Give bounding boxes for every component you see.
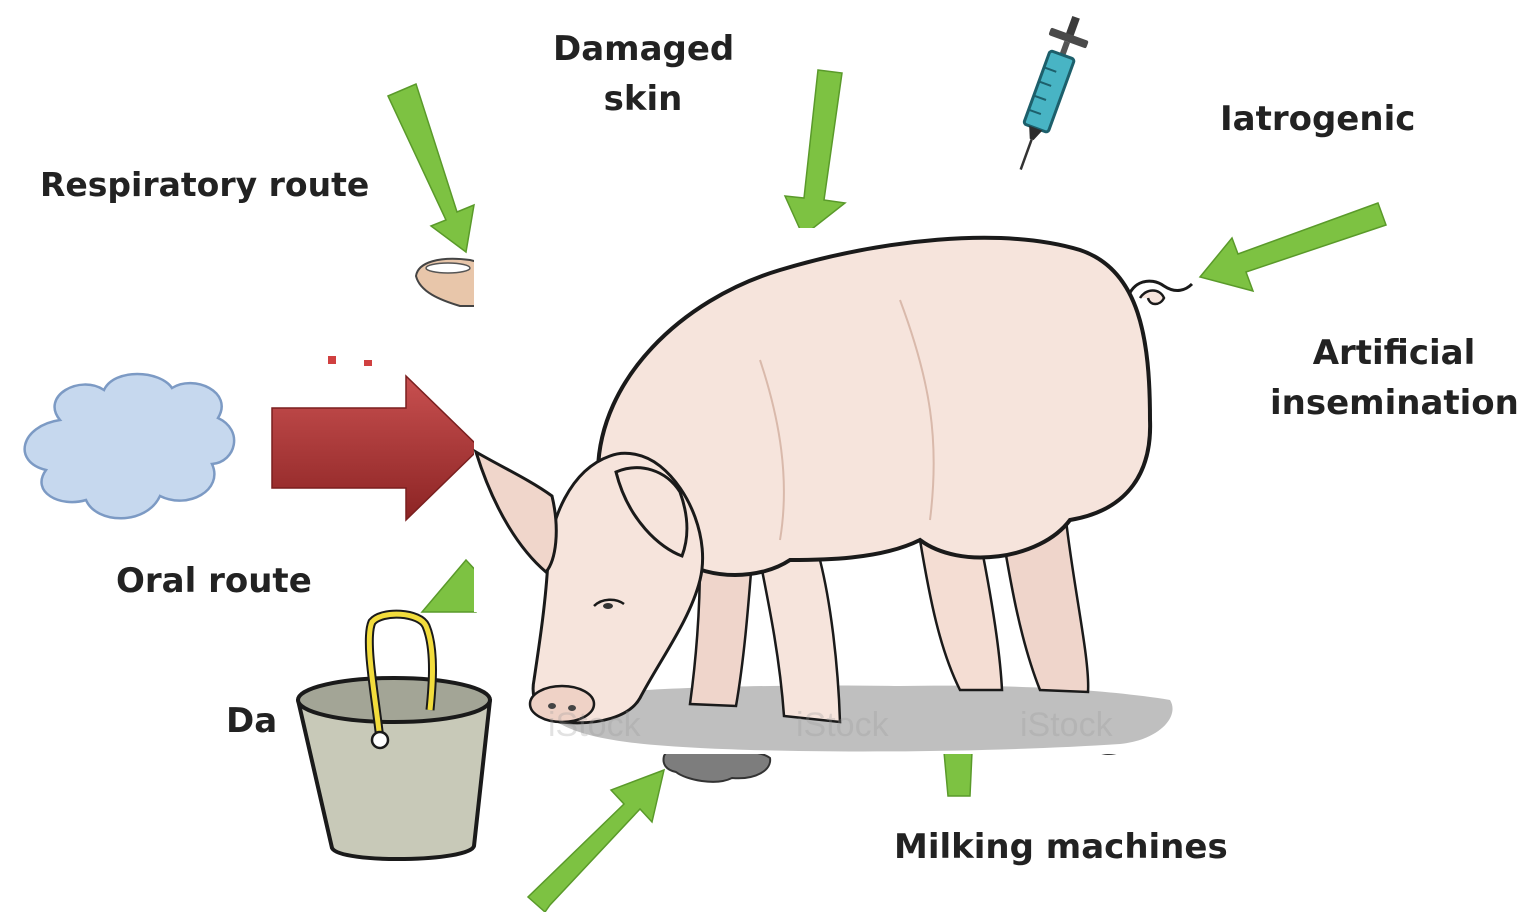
label-artificial-insemination: Artificial insemination xyxy=(1270,328,1518,428)
label-iatrogenic: Iatrogenic xyxy=(1220,94,1415,144)
label-artificial-line1: Artificial xyxy=(1270,328,1518,378)
nose-icon xyxy=(416,259,478,306)
arrow-milking xyxy=(944,752,972,796)
cloud-icon xyxy=(25,374,234,518)
label-artificial-line2: insemination xyxy=(1270,378,1518,428)
svg-text:iStock: iStock xyxy=(548,706,642,744)
arrow-bottom xyxy=(528,770,664,912)
label-damaged-skin-line1: Damaged xyxy=(553,24,733,74)
pig-illustration xyxy=(474,228,1196,754)
arrow-damaged-skin xyxy=(785,70,845,236)
arrow-oral xyxy=(272,376,480,520)
arrow-iatrogenic xyxy=(1200,203,1386,291)
label-damaged-skin-line2: skin xyxy=(553,74,733,124)
red-mark xyxy=(328,356,372,366)
watermark: iStock iStock iStock xyxy=(548,706,1114,744)
syringe-icon xyxy=(1002,10,1095,176)
arrow-respiratory xyxy=(388,84,474,252)
svg-text:iStock: iStock xyxy=(796,706,890,744)
label-partial: Da xyxy=(226,696,277,746)
bucket-icon xyxy=(298,614,490,859)
label-respiratory-route: Respiratory route xyxy=(40,160,369,210)
svg-text:iStock: iStock xyxy=(1020,706,1114,744)
label-damaged-skin: Damaged skin xyxy=(553,24,733,124)
arrow-oral-lower xyxy=(422,560,480,612)
label-oral-route: Oral route xyxy=(116,556,312,606)
label-milking-machines: Milking machines xyxy=(894,822,1228,872)
